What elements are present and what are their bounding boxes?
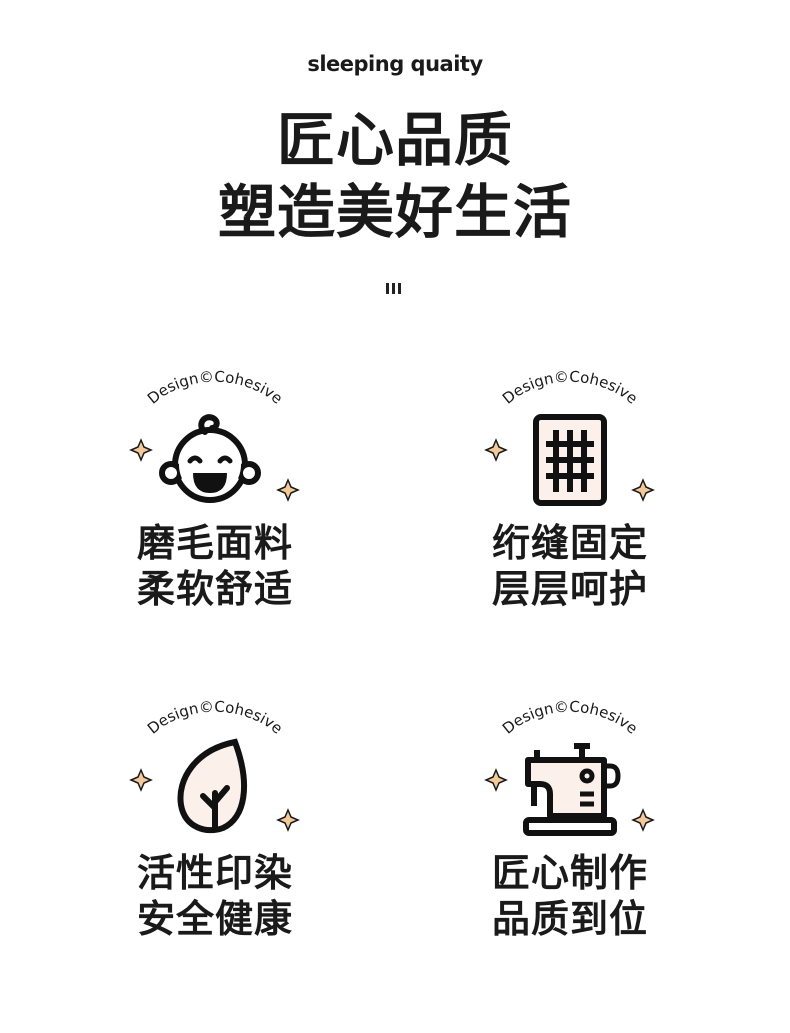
feature-line1: 匠心制作 — [491, 851, 648, 895]
feature-line2: 品质到位 — [491, 897, 648, 941]
leaf-icon: Design©Cohesive — [129, 700, 300, 834]
baby-face-icon: Design©Cohesive — [129, 370, 300, 503]
badge-text: Design©Cohesive — [144, 700, 286, 738]
feature-card-craftsmanship: Design©Cohesive 匠心制作 品质到位 — [440, 700, 700, 942]
sparkle-icon — [129, 768, 153, 792]
grid-stitch-icon: Design©Cohesive — [484, 370, 655, 506]
feature-card-dyeing: Design©Cohesive 活性印染 安全健康 — [85, 700, 345, 942]
feature-line2: 层层呵护 — [491, 567, 648, 611]
sparkle-icon — [484, 768, 508, 792]
sparkle-icon — [484, 438, 508, 462]
badge-text: Design©Cohesive — [499, 700, 641, 738]
feature-line2: 安全健康 — [136, 897, 293, 941]
sparkle-icon — [631, 808, 655, 832]
sparkle-icon — [276, 808, 300, 832]
feature-line2: 柔软舒适 — [136, 567, 293, 611]
sparkle-icon — [276, 478, 300, 502]
feature-line1: 活性印染 — [136, 851, 293, 895]
subtitle: sleeping quaity — [307, 52, 483, 76]
sparkle-icon — [129, 438, 153, 462]
headline-line1: 匠心品质 — [276, 106, 513, 174]
feature-card-brushed-fabric: Design©Cohesive 磨毛面料 柔软舒适 — [85, 370, 345, 612]
feature-line1: 绗缝固定 — [491, 521, 648, 565]
feature-line1: 磨毛面料 — [136, 521, 293, 565]
feature-card-quilted: Design©Cohesive 绗缝固定 层层呵护 — [440, 370, 700, 612]
badge-text: Design©Cohesive — [144, 370, 286, 408]
headline-line2: 塑造美好生活 — [217, 178, 572, 246]
badge-text: Design©Cohesive — [499, 370, 641, 408]
divider-mark — [386, 283, 401, 294]
sewing-machine-icon: Design©Cohesive — [484, 700, 655, 836]
sparkle-icon — [631, 478, 655, 502]
